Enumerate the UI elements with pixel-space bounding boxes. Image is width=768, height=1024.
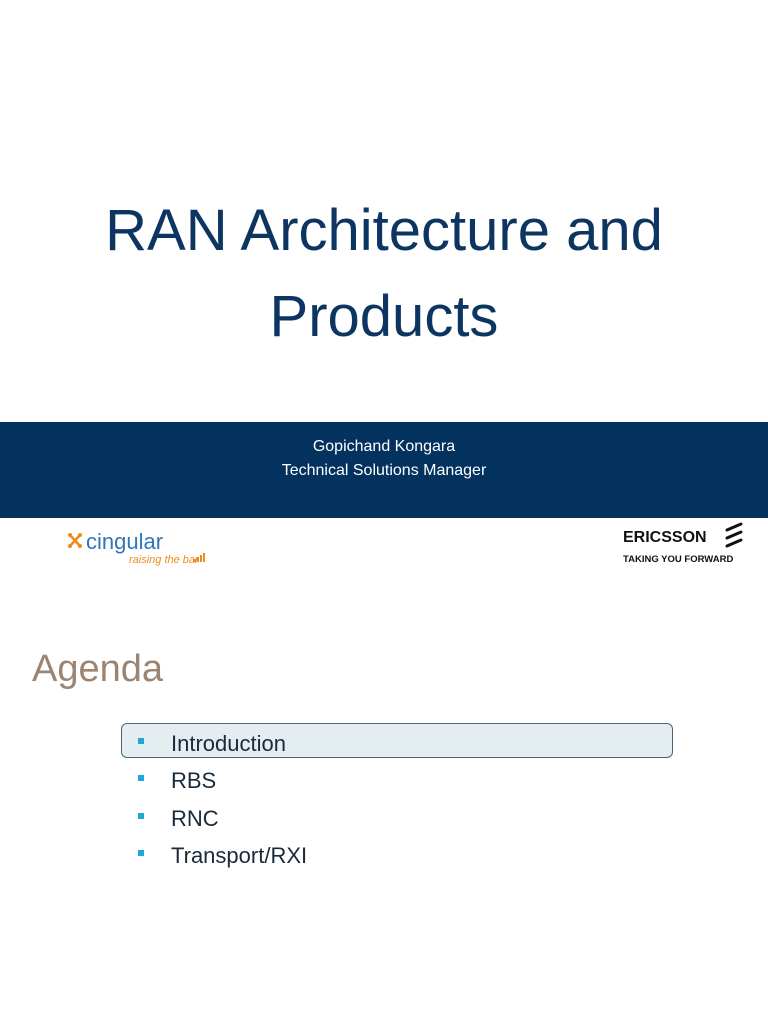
bullet-square-icon — [138, 812, 144, 819]
agenda-title: Agenda — [32, 648, 164, 690]
ericsson-logo: ERICSSON TAKING YOU FORWARD — [623, 522, 743, 565]
presenter-band: Gopichand Kongara Technical Solutions Ma… — [0, 422, 768, 518]
cingular-logo: cingular raising the bar — [68, 529, 205, 566]
agenda-list: Introduction RBS RNC Transport/RXI — [134, 725, 307, 875]
presenter-name: Gopichand Kongara — [312, 438, 456, 455]
agenda-item-label: RBS — [171, 768, 217, 794]
ericsson-wordmark: ERICSSON — [623, 529, 707, 546]
signal-bars-icon — [194, 553, 205, 562]
agenda-item-label: Transport/RXI — [171, 843, 308, 869]
slide-title-line-1: RAN Architecture and — [105, 198, 663, 263]
cingular-tagline: raising the bar — [129, 554, 200, 566]
agenda-item-transport-rxi[interactable]: Transport/RXI — [134, 838, 307, 876]
agenda-slide: Agenda Introduction RBS RNC Transport/RX… — [0, 575, 768, 1024]
slide-title: RAN Architecture and Products — [0, 188, 768, 360]
agenda-item-label: RNC — [171, 805, 219, 831]
agenda-item-highlight — [121, 723, 673, 758]
presenter-role: Technical Solutions Manager — [281, 462, 487, 479]
cingular-wordmark: cingular — [86, 529, 163, 554]
bullet-square-icon — [138, 850, 144, 857]
bullet-square-icon — [138, 775, 144, 782]
agenda-item-rnc[interactable]: RNC — [134, 800, 307, 838]
ericsson-mark-icon — [725, 522, 743, 548]
title-slide: RAN Architecture and Products Gopichand … — [0, 188, 768, 566]
agenda-item-rbs[interactable]: RBS — [134, 763, 307, 801]
slide-title-line-2: Products — [269, 284, 499, 349]
agenda-item-introduction[interactable]: Introduction — [134, 725, 307, 763]
cingular-jack-icon — [68, 533, 82, 548]
ericsson-tagline: TAKING YOU FORWARD — [623, 554, 733, 565]
agenda-item-label: Introduction — [171, 730, 286, 756]
bullet-square-icon — [138, 737, 144, 744]
